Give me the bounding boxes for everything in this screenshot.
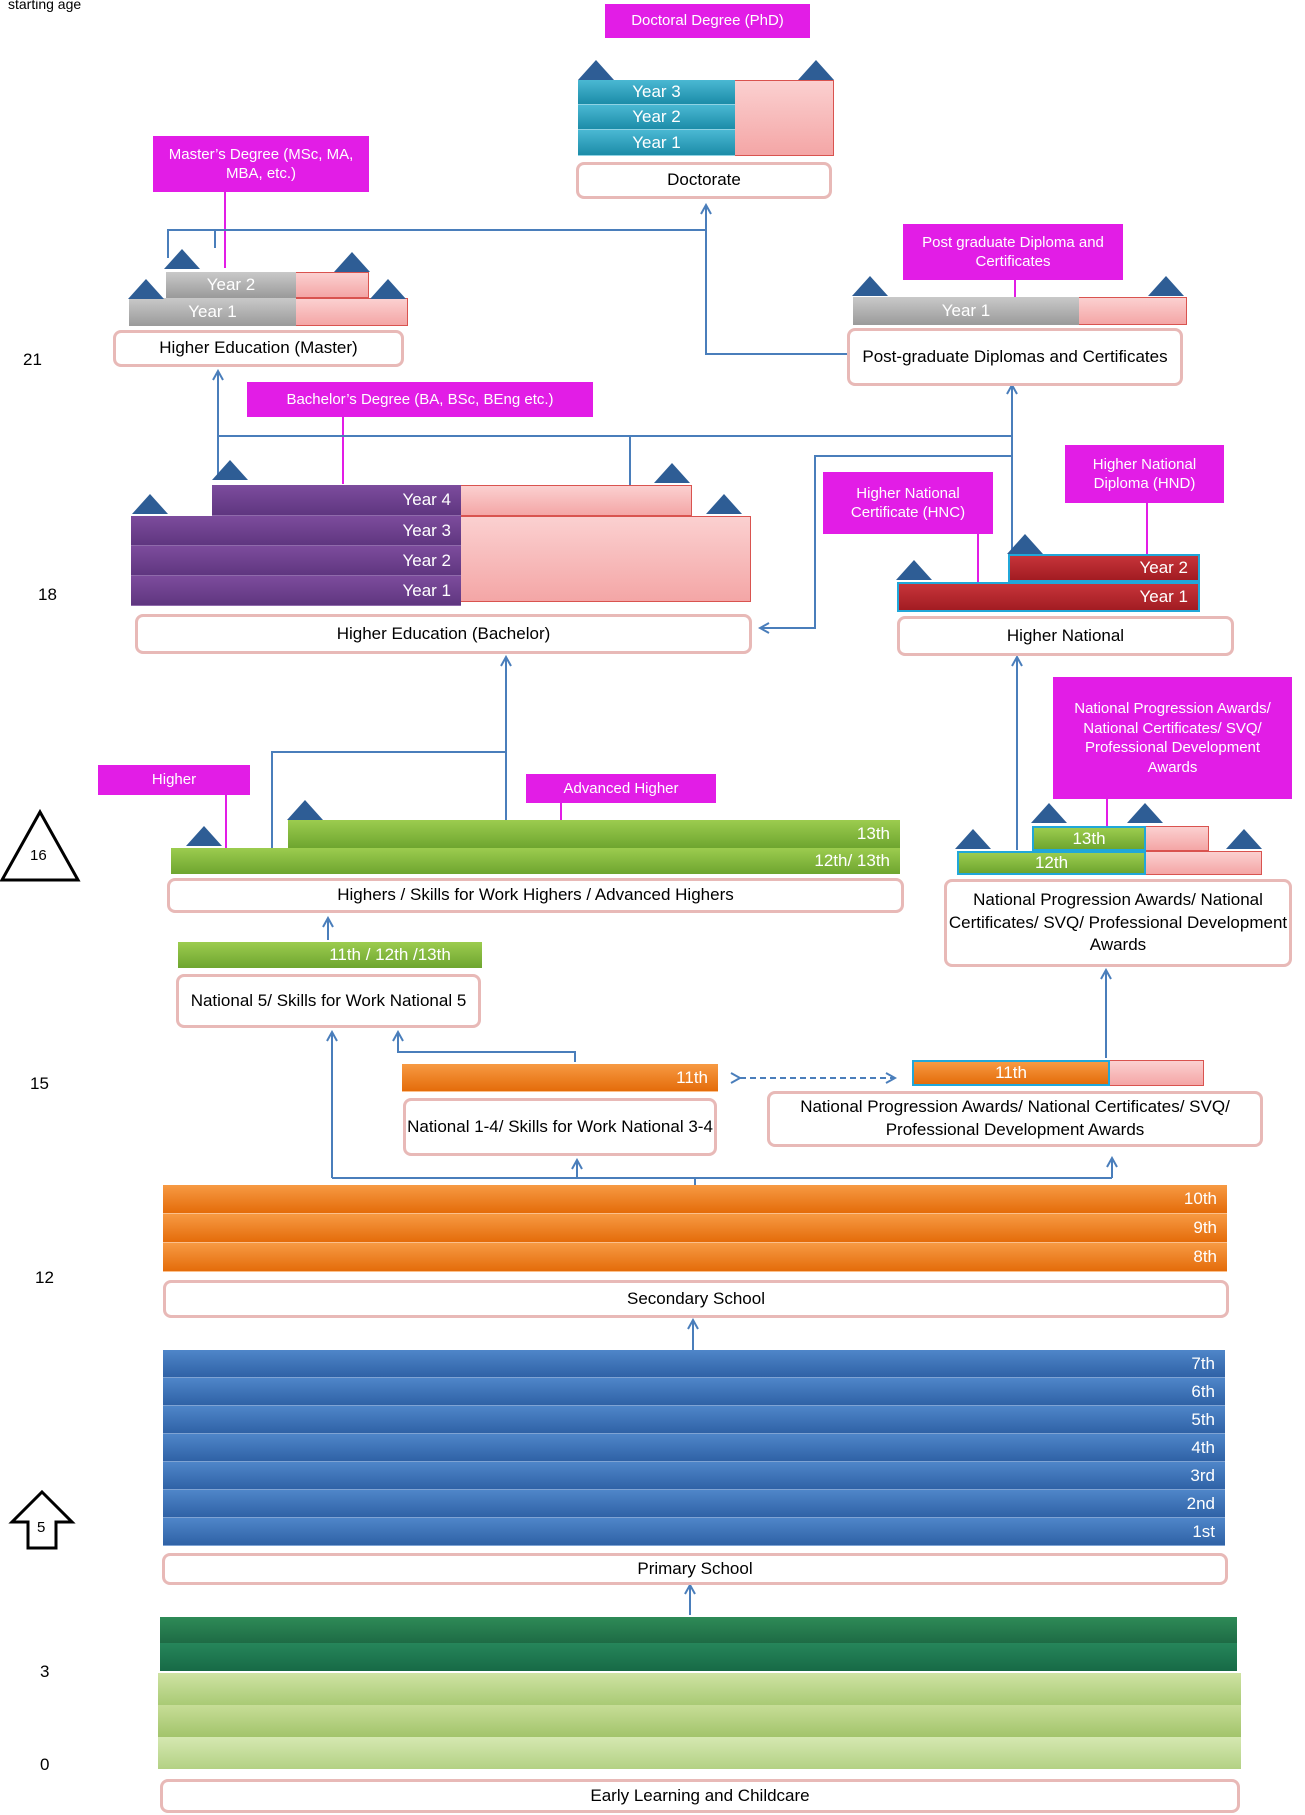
bachelor-year2-bar: Year 2 <box>131 546 461 576</box>
highers-13th-bar: 13th <box>288 820 900 848</box>
tag-bachelors: Bachelor’s Degree (BA, BSc, BEng etc.) <box>247 382 593 417</box>
box-secondary-school: Secondary School <box>163 1280 1229 1318</box>
pg-year1-bar: Year 1 <box>853 297 1079 325</box>
entry-marker-icon <box>852 276 888 296</box>
bachelor-optional-bar <box>459 485 692 516</box>
tag-npa: National Progression Awards/ National Ce… <box>1053 677 1292 799</box>
tag-postgraduate: Post graduate Diploma and Certificates <box>903 224 1123 280</box>
entry-marker-icon <box>1007 534 1043 554</box>
early-bar-5 <box>158 1737 1241 1769</box>
entry-marker-icon <box>578 60 614 80</box>
tag-hnc: Higher National Certificate (HNC) <box>823 472 993 534</box>
secondary-9th-bar: 9th <box>163 1214 1227 1243</box>
age-5: 5 <box>37 1519 46 1536</box>
n5-years-bar: 11th / 12th /13th <box>178 942 482 968</box>
age-18: 18 <box>38 585 57 604</box>
masters-optional-bar <box>294 298 408 326</box>
entry-marker-icon <box>798 60 834 80</box>
entry-marker-icon <box>132 494 168 514</box>
age-12: 12 <box>35 1268 54 1287</box>
bachelor-year3-bar: Year 3 <box>131 516 461 546</box>
entry-marker-icon <box>654 463 690 483</box>
bachelor-year4-bar: Year 4 <box>212 485 461 516</box>
box-early-learning: Early Learning and Childcare <box>160 1779 1240 1813</box>
phd-year1-bar: Year 1 <box>578 130 735 156</box>
masters-optional-bar <box>294 272 369 298</box>
primary-2nd-bar: 2nd <box>163 1490 1225 1518</box>
masters-year1-bar: Year 1 <box>129 298 296 326</box>
npa-13th-bar: 13th <box>1032 826 1146 851</box>
box-doctorate: Doctorate <box>576 162 832 199</box>
box-primary-school: Primary School <box>162 1553 1228 1585</box>
early-bar-3 <box>158 1673 1241 1705</box>
entry-marker-icon <box>706 494 742 514</box>
age-16: 16 <box>30 847 47 864</box>
box-higher-national: Higher National <box>897 616 1234 656</box>
box-national-1-4: National 1-4/ Skills for Work National 3… <box>403 1098 717 1156</box>
early-bar-2 <box>160 1643 1237 1671</box>
primary-6th-bar: 6th <box>163 1378 1225 1406</box>
n14-11th-bar: 11th <box>402 1064 718 1092</box>
bachelor-year1-bar: Year 1 <box>131 576 461 606</box>
box-national-5: National 5/ Skills for Work National 5 <box>176 974 481 1028</box>
phd-year3-bar: Year 3 <box>578 80 735 105</box>
age-0: 0 <box>40 1755 50 1774</box>
tag-higher: Higher <box>98 765 250 795</box>
npa-optional-bar <box>1144 851 1262 875</box>
box-postgraduate: Post-graduate Diplomas and Certificates <box>847 328 1183 386</box>
age-15: 15 <box>30 1074 49 1093</box>
hnc-year1-bar: Year 1 <box>897 582 1200 612</box>
entry-marker-icon <box>164 249 200 269</box>
entry-marker-icon <box>128 279 164 299</box>
box-npa-lower: National Progression Awards/ National Ce… <box>767 1091 1263 1147</box>
entry-marker-icon <box>896 560 932 580</box>
entry-marker-icon <box>287 800 323 820</box>
secondary-10th-bar: 10th <box>163 1185 1227 1214</box>
hnd-year2-bar: Year 2 <box>1008 554 1200 582</box>
phd-year2-bar: Year 2 <box>578 105 735 130</box>
masters-year2-bar: Year 2 <box>166 272 296 298</box>
primary-1st-bar: 1st <box>163 1518 1225 1546</box>
npa-lower-11th-bar: 11th <box>912 1060 1110 1086</box>
tag-advanced-higher: Advanced Higher <box>526 774 716 803</box>
age-3: 3 <box>40 1662 50 1681</box>
tag-hnd: Higher National Diploma (HND) <box>1065 445 1224 503</box>
early-bar-4 <box>158 1705 1241 1737</box>
age-16-triangle-icon <box>0 808 81 882</box>
npa-optional-bar <box>1144 826 1209 851</box>
pg-optional-bar <box>1077 297 1187 325</box>
primary-4th-bar: 4th <box>163 1434 1225 1462</box>
box-higher-education-master: Higher Education (Master) <box>113 330 404 367</box>
entry-marker-icon <box>212 460 248 480</box>
box-highers: Highers / Skills for Work Highers / Adva… <box>167 878 904 913</box>
tag-masters: Master’s Degree (MSc, MA, MBA, etc.) <box>153 136 369 192</box>
early-bar-1 <box>160 1617 1237 1643</box>
age-5-arrow-icon <box>8 1489 76 1550</box>
box-npa-upper: National Progression Awards/ National Ce… <box>944 879 1292 967</box>
primary-5th-bar: 5th <box>163 1406 1225 1434</box>
box-higher-education-bachelor: Higher Education (Bachelor) <box>135 614 752 654</box>
primary-3rd-bar: 3rd <box>163 1462 1225 1490</box>
entry-marker-icon <box>955 829 991 849</box>
npa-lower-optional-bar <box>1108 1060 1204 1086</box>
bachelor-optional-bar <box>459 516 751 602</box>
highers-12th-13th-bar: 12th/ 13th <box>171 848 900 874</box>
age-21: 21 <box>23 350 42 369</box>
primary-7th-bar: 7th <box>163 1350 1225 1378</box>
entry-marker-icon <box>186 826 222 846</box>
entry-marker-icon <box>334 252 370 272</box>
secondary-8th-bar: 8th <box>163 1243 1227 1272</box>
npa-12th-bar: 12th <box>957 851 1146 875</box>
entry-marker-icon <box>1148 276 1184 296</box>
phd-optional-bar <box>733 80 834 156</box>
tag-phd: Doctoral Degree (PhD) <box>605 4 810 38</box>
starting-age-label: starting age <box>8 0 82 12</box>
entry-marker-icon <box>370 279 406 299</box>
entry-marker-icon <box>1226 829 1262 849</box>
entry-marker-icon <box>1127 803 1163 823</box>
entry-marker-icon <box>1031 803 1067 823</box>
